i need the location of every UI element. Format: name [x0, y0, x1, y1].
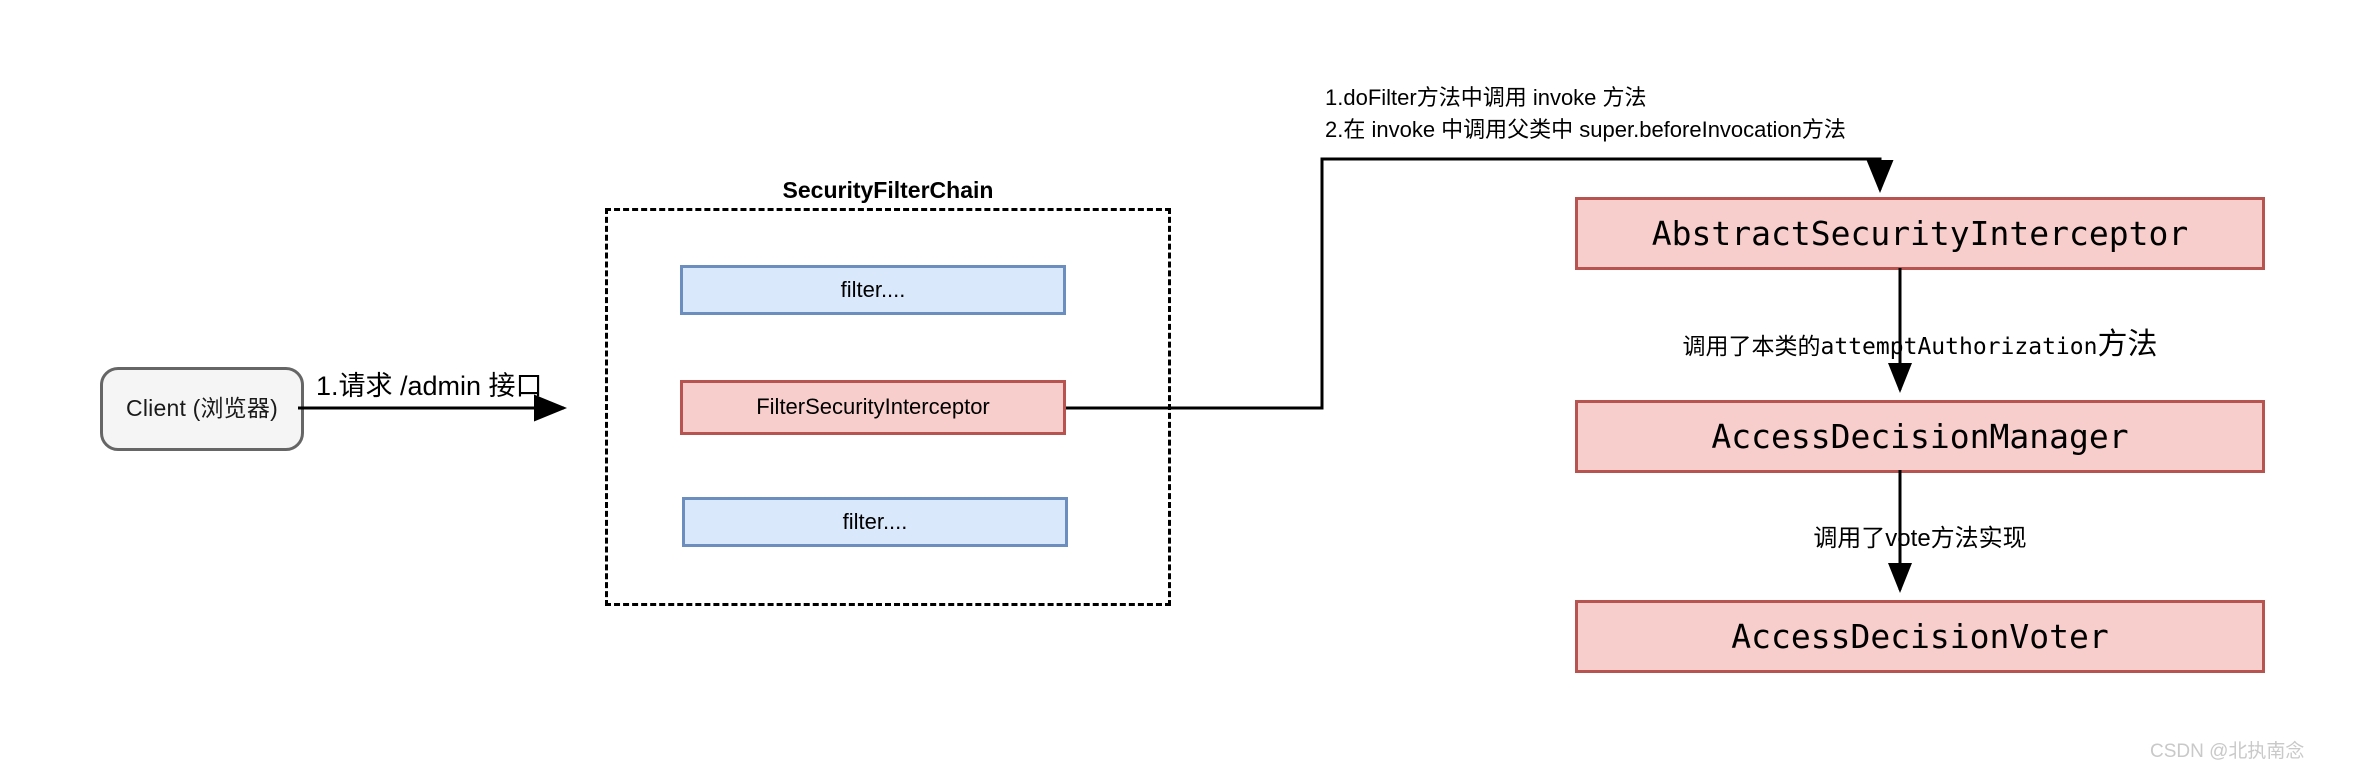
filter-node-2-label: filter.... [842, 508, 908, 534]
pipeline-edge-label-1-code: attemptAuthorization [1820, 334, 2098, 360]
abstract-security-interceptor-label: AbstractSecurityInterceptor [1651, 214, 2189, 253]
filter-node-1-label: filter.... [840, 276, 906, 302]
flow-note-line-1: 1.doFilter方法中调用 invoke 方法 [1325, 85, 1647, 110]
access-decision-voter-node: AccessDecisionVoter [1575, 600, 2265, 673]
watermark: CSDN @北执南念 [2150, 741, 2305, 762]
pipeline-arrow-1-icon [1888, 268, 1912, 393]
pipeline-edge-label-2: 调用了vote方法实现 [1813, 525, 2027, 552]
access-decision-manager-node: AccessDecisionManager [1575, 400, 2265, 473]
client-node: Client (浏览器) [100, 367, 304, 451]
filter-node-1: filter.... [680, 265, 1066, 315]
filter-security-interceptor-node: FilterSecurityInterceptor [680, 380, 1066, 435]
filter-security-interceptor-label: FilterSecurityInterceptor [756, 394, 990, 420]
abstract-security-interceptor-node: AbstractSecurityInterceptor [1575, 197, 2265, 270]
pipeline-arrow-2-icon [1888, 470, 1912, 593]
interceptor-to-pipeline-connector [1066, 157, 1894, 410]
access-decision-voter-label: AccessDecisionVoter [1731, 617, 2109, 656]
request-arrow-icon [298, 394, 567, 422]
pipeline-edge-label-1-prefix: 调用了本类的 [1682, 333, 1821, 359]
flow-note-line-2: 2.在 invoke 中调用父类中 super.beforeInvocation… [1325, 116, 1846, 142]
pipeline-edge-label-1: 调用了本类的attemptAuthorization方法 [1575, 319, 2265, 363]
filter-node-2: filter.... [682, 497, 1068, 547]
filter-chain-title: SecurityFilterChain [782, 177, 994, 203]
flow-note: 1.doFilter方法中调用 invoke 方法 2.在 invoke 中调用… [1325, 82, 1846, 146]
request-edge-label: 1.请求 /admin 接口 [316, 371, 543, 401]
client-node-label: Client (浏览器) [126, 395, 278, 422]
pipeline-edge-label-1-suffix: 方法 [2097, 328, 2158, 361]
access-decision-manager-label: AccessDecisionManager [1711, 417, 2129, 456]
